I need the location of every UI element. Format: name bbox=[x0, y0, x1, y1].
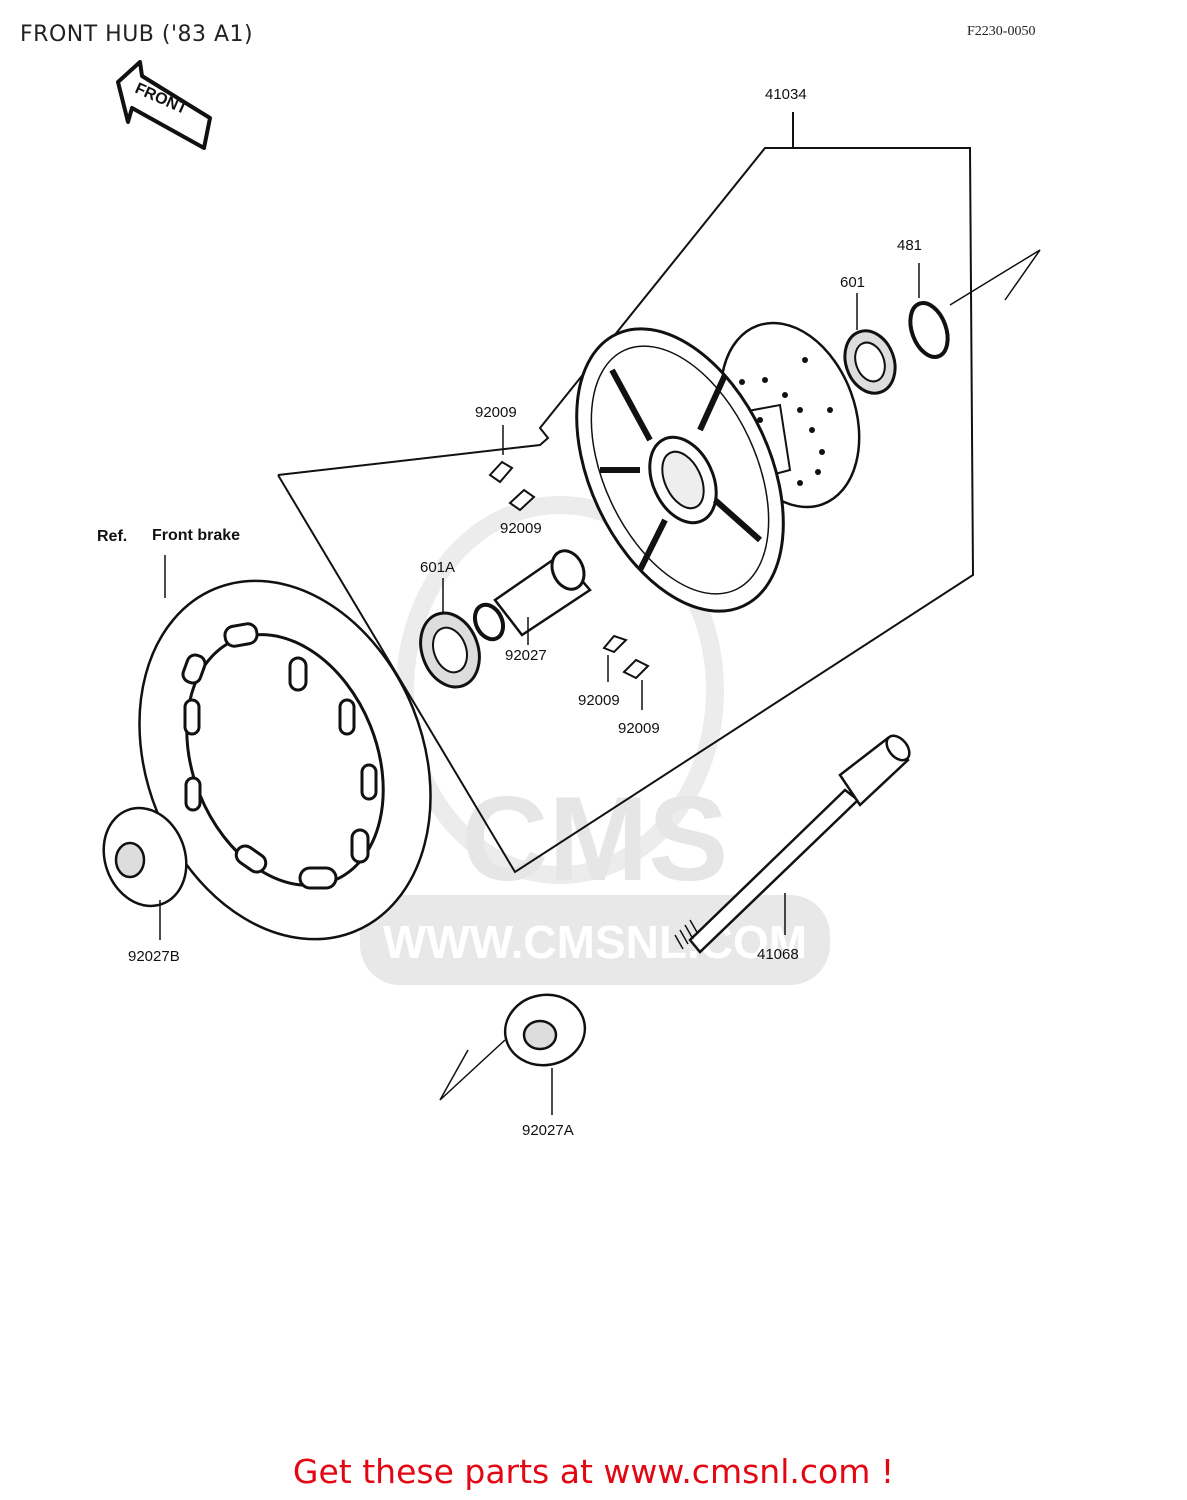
ref-prefix: Ref. bbox=[97, 528, 127, 545]
parts-diagram: CMS WWW.CMSNL.COM FRONT bbox=[97, 60, 1041, 1139]
front-direction-arrow: FRONT bbox=[116, 60, 212, 150]
label-92027a: 92027A bbox=[522, 1122, 574, 1139]
label-41034: 41034 bbox=[765, 86, 807, 103]
label-92009-d: 92009 bbox=[618, 720, 660, 737]
circlip-481 bbox=[908, 249, 1041, 359]
label-92009-b: 92009 bbox=[500, 520, 542, 537]
spacer-sleeve-92027 bbox=[472, 549, 592, 645]
diagram-code: F2230-0050 bbox=[967, 24, 1036, 39]
collar-92027a bbox=[439, 993, 587, 1115]
brake-disc bbox=[138, 555, 432, 941]
bearing-601 bbox=[843, 293, 897, 395]
watermark: CMS WWW.CMSNL.COM bbox=[360, 496, 830, 985]
footer-cta-link[interactable]: Get these parts at www.cmsnl.com ! bbox=[292, 1452, 895, 1491]
label-481: 481 bbox=[897, 237, 922, 254]
label-92027b: 92027B bbox=[128, 948, 180, 965]
diagram-title: FRONT HUB ('83 A1) bbox=[20, 22, 254, 47]
watermark-url: WWW.CMSNL.COM bbox=[383, 916, 807, 968]
label-601a: 601A bbox=[420, 559, 455, 576]
label-92027: 92027 bbox=[505, 647, 547, 664]
hub-assembly-outline bbox=[277, 112, 975, 874]
label-92009-c: 92009 bbox=[578, 692, 620, 709]
hub-body bbox=[575, 321, 861, 613]
screw-92009-c bbox=[602, 634, 628, 682]
label-92009-a: 92009 bbox=[475, 404, 517, 421]
axle-41068 bbox=[674, 734, 911, 954]
collar-92027b bbox=[102, 806, 188, 940]
screw-92009-a bbox=[488, 425, 514, 484]
screw-92009-d bbox=[622, 658, 650, 710]
label-41068: 41068 bbox=[757, 946, 799, 963]
bearing-601a bbox=[419, 578, 481, 689]
ref-front-brake: Front brake bbox=[152, 527, 240, 544]
label-601: 601 bbox=[840, 274, 865, 291]
watermark-brand: CMS bbox=[462, 772, 729, 906]
screw-92009-b bbox=[508, 488, 536, 512]
